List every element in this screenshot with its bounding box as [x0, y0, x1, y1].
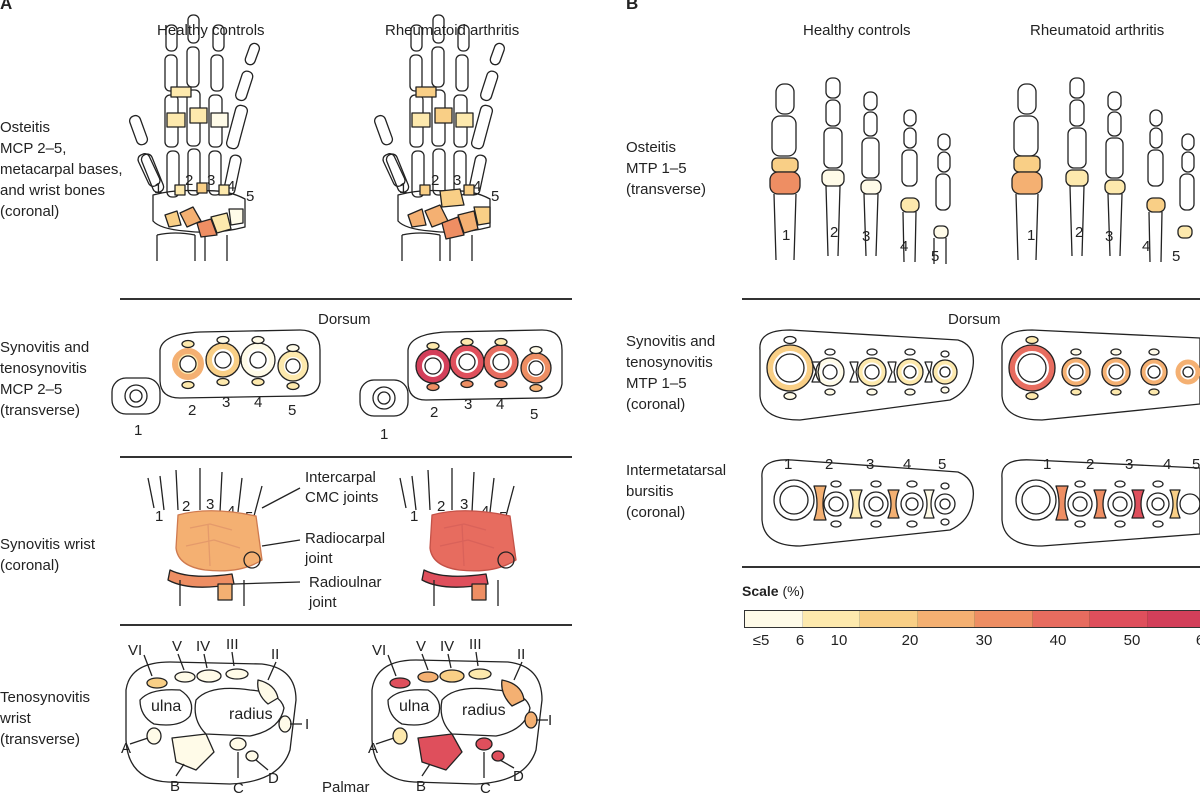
foot-healthy-osteitis — [770, 78, 950, 264]
wrist-synovitis-ra — [400, 468, 516, 606]
mtp-coronal-healthy — [760, 330, 974, 420]
mcp-transverse-healthy — [112, 330, 320, 414]
hand-ra-osteitis — [373, 15, 506, 261]
foot-ra-osteitis — [1012, 78, 1194, 262]
hand-healthy-osteitis — [128, 15, 261, 261]
mtp-coronal-ra — [1002, 330, 1200, 420]
wrist-transverse-ra — [372, 652, 548, 784]
bursitis-ra — [1002, 460, 1200, 546]
wrist-synovitis-healthy — [148, 468, 300, 606]
bursitis-healthy — [762, 460, 974, 546]
mcp-transverse-ra — [360, 330, 562, 416]
wrist-transverse-healthy — [126, 652, 302, 784]
